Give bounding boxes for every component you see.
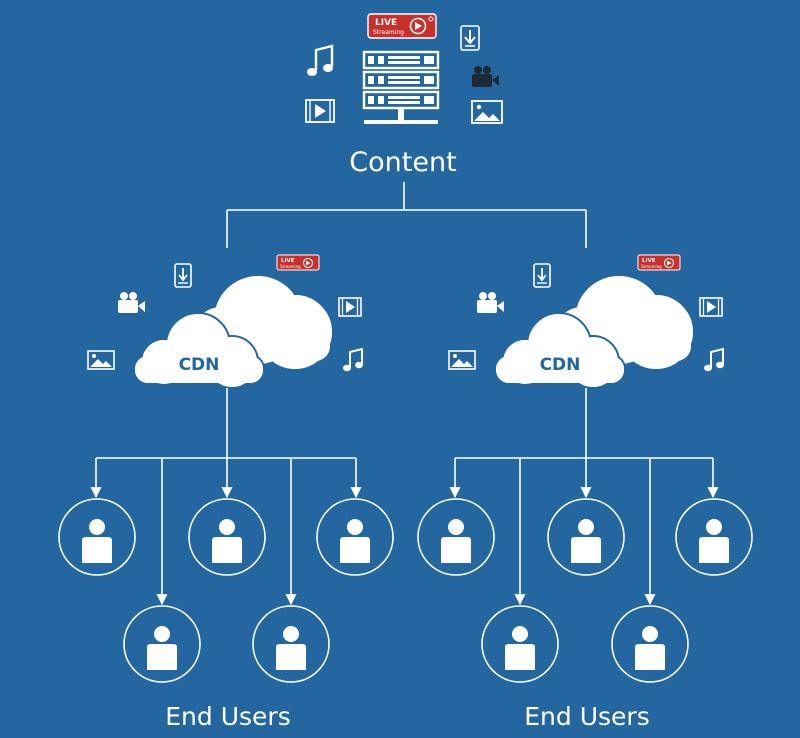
user-node: [611, 605, 689, 683]
end-users-label: End Users: [165, 702, 290, 731]
live-streaming-badge: LIVE Streaming: [276, 254, 320, 271]
live-badge-title: LIVE: [375, 18, 397, 28]
cdn-cloud-icon: [133, 274, 334, 389]
live-badge-title: LIVE: [281, 258, 295, 264]
end-users-label: End Users: [524, 702, 649, 731]
image-icon: [471, 100, 503, 124]
user-node: [123, 605, 201, 683]
user-icon: [82, 519, 112, 563]
user-icon: [340, 519, 370, 563]
user-node: [58, 498, 136, 576]
user-node: [675, 498, 753, 576]
video-camera-icon: [472, 66, 499, 87]
user-icon: [635, 626, 665, 670]
user-node: [316, 498, 394, 576]
live-badge-subtitle: Streaming: [373, 29, 404, 36]
download-icon: [533, 263, 551, 288]
user-node: [188, 498, 266, 576]
live-badge-subtitle: Streaming: [641, 264, 662, 269]
content-label: Content: [349, 147, 456, 178]
cdn-node-left: CDN LIVE Streaming: [87, 254, 363, 389]
user-icon: [571, 519, 601, 563]
image-icon: [448, 350, 476, 370]
user-group-right: End Users: [417, 498, 753, 731]
user-icon: [505, 626, 535, 670]
server-icon: [362, 50, 440, 124]
music-icon: [343, 347, 363, 372]
user-node: [547, 498, 625, 576]
cdn-label: CDN: [179, 355, 220, 375]
download-icon: [460, 25, 480, 51]
music-icon: [704, 347, 724, 372]
user-node: [417, 498, 495, 576]
live-badge-subtitle: Streaming: [280, 264, 301, 269]
live-badge-title: LIVE: [642, 258, 656, 264]
user-icon: [147, 626, 177, 670]
video-camera-icon: [477, 292, 504, 313]
content-connectors: [226, 182, 587, 248]
cdn-cloud-icon: [494, 274, 695, 389]
video-icon: [338, 297, 362, 317]
video-icon: [305, 99, 335, 123]
download-icon: [174, 263, 192, 288]
cdn-node-right: CDN LIVE Streaming: [448, 254, 724, 389]
user-icon: [276, 626, 306, 670]
cdn-label: CDN: [540, 355, 581, 375]
live-streaming-badge: LIVE Streaming: [367, 13, 437, 39]
user-icon: [699, 519, 729, 563]
user-icon: [441, 519, 471, 563]
video-icon: [699, 297, 723, 317]
video-camera-icon: [118, 292, 145, 313]
user-node: [252, 605, 330, 683]
music-icon: [307, 44, 334, 76]
content-node: LIVE Streaming: [305, 13, 503, 178]
user-group-left: End Users: [58, 498, 394, 731]
live-streaming-badge: LIVE Streaming: [637, 254, 681, 271]
image-icon: [87, 350, 115, 370]
user-tree-right: [449, 388, 719, 606]
user-icon: [212, 519, 242, 563]
user-node: [481, 605, 559, 683]
user-tree-left: [90, 388, 362, 606]
